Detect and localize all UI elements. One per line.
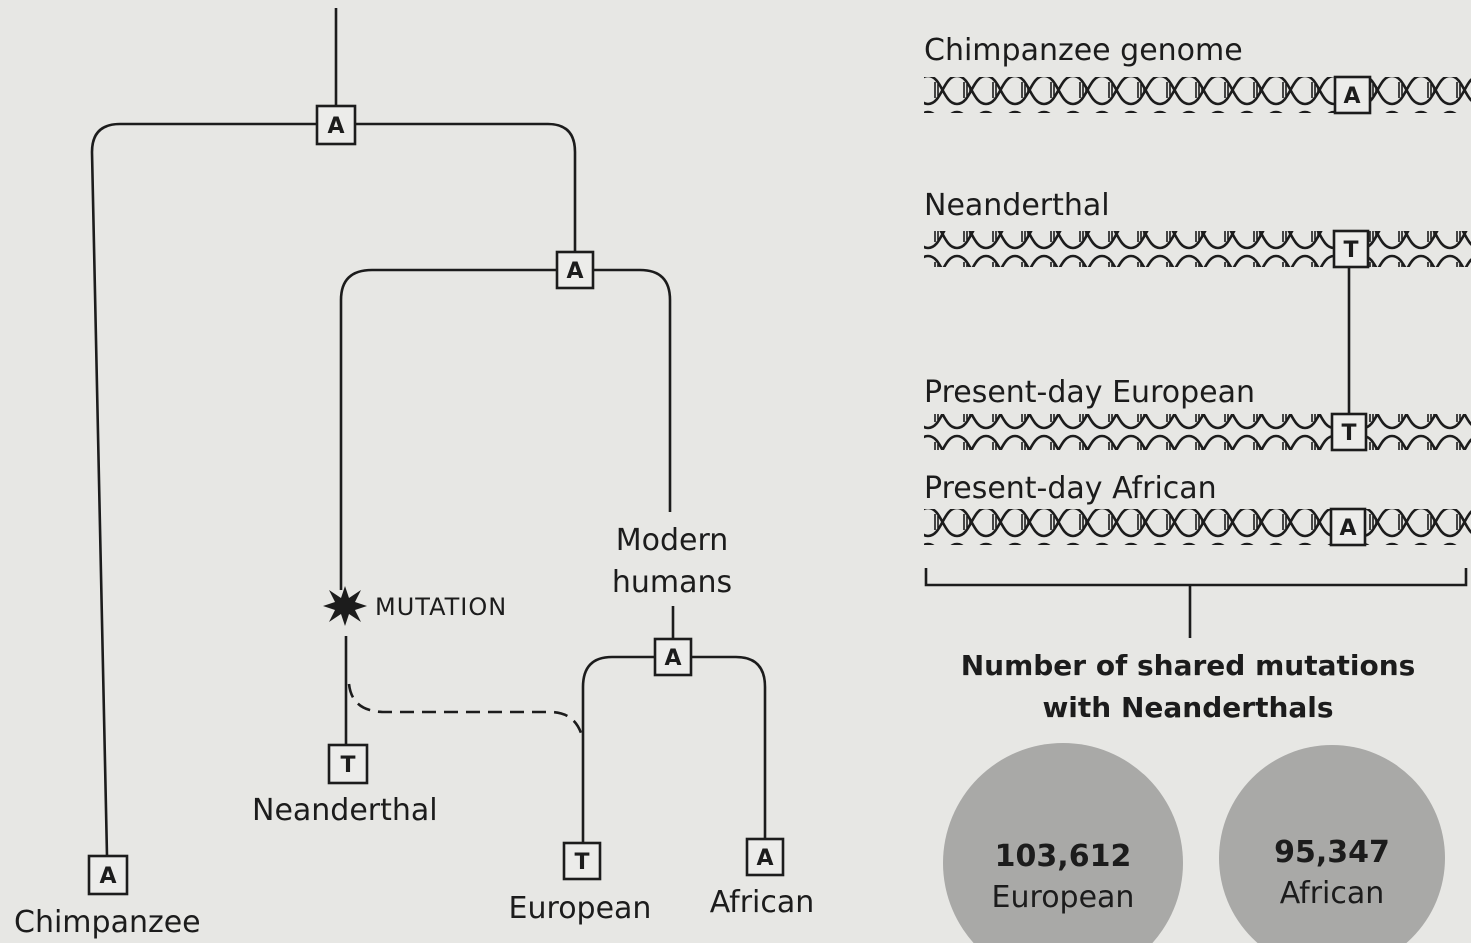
shared-mutations-caption-line1: Number of shared mutations	[961, 649, 1416, 682]
modern-human-branch	[593, 270, 670, 512]
european-count-label: European	[992, 880, 1135, 915]
european-label: European	[509, 891, 652, 926]
african-label: African	[710, 885, 815, 920]
genome-label-european: Present-day European	[924, 375, 1255, 410]
modern-humans-base-letter: A	[664, 646, 681, 671]
genome-comparison: Chimpanzee genome A Neanderthal T Presen…	[924, 33, 1471, 545]
neanderthal-branch	[341, 270, 557, 590]
ancestor-base-letter: A	[566, 259, 583, 284]
hominin-branch	[355, 124, 575, 252]
tree-base-boxes: A A A A T T A	[89, 106, 783, 894]
african-count: 95,347	[1274, 835, 1390, 870]
dna-helix-icon	[924, 509, 1331, 545]
mutation-label: MUTATION	[375, 593, 507, 621]
genome-label-chimpanzee: Chimpanzee genome	[924, 33, 1243, 68]
african-base-letter: A	[756, 846, 773, 871]
dna-helix-icon	[1370, 77, 1471, 113]
dna-helix-icon	[1366, 414, 1471, 450]
comparison-bracket	[926, 568, 1466, 638]
european-branch	[583, 657, 655, 843]
genome-base-letter: A	[1339, 516, 1356, 541]
genome-base-letter: A	[1343, 84, 1360, 109]
dna-helix-icon	[1365, 509, 1471, 545]
genome-base-letter: T	[1341, 421, 1356, 446]
dna-helix-icon	[1368, 231, 1471, 267]
genome-label-neanderthal: Neanderthal	[924, 188, 1110, 223]
european-base-letter: T	[574, 850, 589, 875]
gene-flow-dashed-line	[349, 684, 583, 740]
genome-label-african: Present-day African	[924, 471, 1217, 506]
african-count-label: African	[1280, 876, 1385, 911]
dna-helix-icon	[924, 77, 1336, 113]
chimpanzee-base-letter: A	[99, 864, 116, 889]
african-branch	[691, 657, 765, 839]
neanderthal-base-letter: T	[340, 753, 355, 778]
root-base-letter: A	[327, 114, 344, 139]
chimpanzee-branch	[92, 124, 317, 856]
phylogenetic-tree	[92, 8, 765, 856]
mutation-star-icon	[323, 586, 367, 626]
modern-humans-label-line1: Modern	[616, 523, 729, 558]
european-count: 103,612	[995, 839, 1132, 874]
dna-helix-icon	[924, 231, 1334, 267]
chimpanzee-label: Chimpanzee	[14, 905, 201, 940]
genome-base-letter: T	[1343, 238, 1358, 263]
modern-humans-label-line2: humans	[612, 565, 732, 600]
shared-mutations-caption-line2: with Neanderthals	[1042, 691, 1333, 724]
neanderthal-label: Neanderthal	[252, 793, 438, 828]
dna-helix-icon	[924, 414, 1332, 450]
